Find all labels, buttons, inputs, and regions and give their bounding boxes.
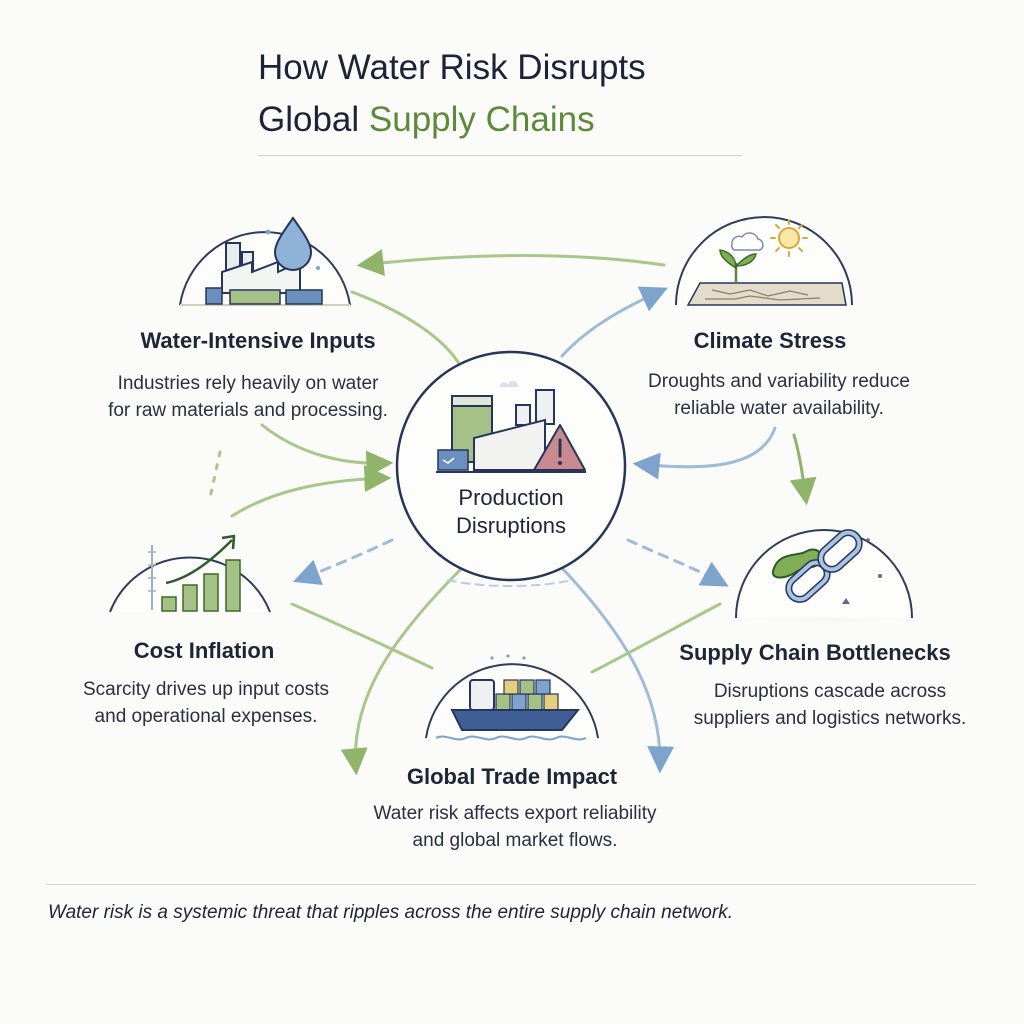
drought-sun-icon — [676, 217, 852, 305]
arrow-center-to-trade-left — [355, 568, 462, 770]
node-desc-water-inputs: Industries rely heavily on water for raw… — [108, 370, 388, 424]
center-label-line-1: Production — [456, 484, 566, 512]
rising-bar-chart-icon — [95, 536, 275, 615]
node-desc-line: Water risk affects export reliability — [374, 800, 657, 827]
arrow-center-to-climate — [562, 290, 663, 356]
arrow-bottleneck-to-center — [638, 428, 775, 467]
node-desc-line: suppliers and logistics networks. — [694, 705, 966, 732]
node-desc-line: Scarcity drives up input costs — [83, 676, 329, 703]
center-label-line-2: Disruptions — [456, 512, 566, 540]
node-title-water-inputs: Water-Intensive Inputs — [140, 328, 375, 354]
factory-water-drop-icon — [170, 218, 360, 310]
node-desc-line: Disruptions cascade across — [694, 678, 966, 705]
node-desc-climate-stress: Droughts and variability reduce reliable… — [648, 368, 910, 422]
dotted-vertical-link — [210, 452, 220, 498]
footer-divider — [46, 884, 976, 885]
arrow-cost-to-trade — [292, 604, 432, 668]
center-label: Production Disruptions — [456, 484, 566, 540]
node-title-cost-inflation: Cost Inflation — [134, 638, 275, 664]
node-desc-bottlenecks: Disruptions cascade across suppliers and… — [694, 678, 966, 732]
node-desc-line: Droughts and variability reduce — [648, 368, 910, 395]
node-desc-line: and operational expenses. — [83, 703, 329, 730]
footer-caption: Water risk is a systemic threat that rip… — [48, 902, 733, 924]
node-desc-line: and global market flows. — [374, 827, 657, 854]
arrow-inputs-to-production — [262, 425, 388, 463]
arrow-climate-to-inputs — [362, 256, 664, 265]
production-disruptions-node — [397, 352, 625, 580]
cargo-ship-icon — [426, 654, 598, 739]
arrow-center-to-bottleneck-dashed — [628, 540, 724, 584]
node-title-global-trade: Global Trade Impact — [407, 764, 617, 790]
node-title-climate-stress: Climate Stress — [694, 328, 847, 354]
node-desc-cost-inflation: Scarcity drives up input costs and opera… — [83, 676, 329, 730]
node-desc-line: reliable water availability. — [648, 395, 910, 422]
arrow-cost-to-center — [232, 478, 386, 516]
node-desc-line: Industries rely heavily on water — [108, 370, 388, 397]
node-desc-line: for raw materials and processing. — [108, 397, 388, 424]
node-title-bottlenecks: Supply Chain Bottlenecks — [679, 640, 950, 666]
arrow-climate-to-bottleneck — [794, 435, 806, 500]
node-desc-global-trade: Water risk affects export reliability an… — [374, 800, 657, 854]
arrow-center-to-cost-dashed — [298, 540, 392, 580]
broken-chain-icon — [730, 528, 920, 627]
